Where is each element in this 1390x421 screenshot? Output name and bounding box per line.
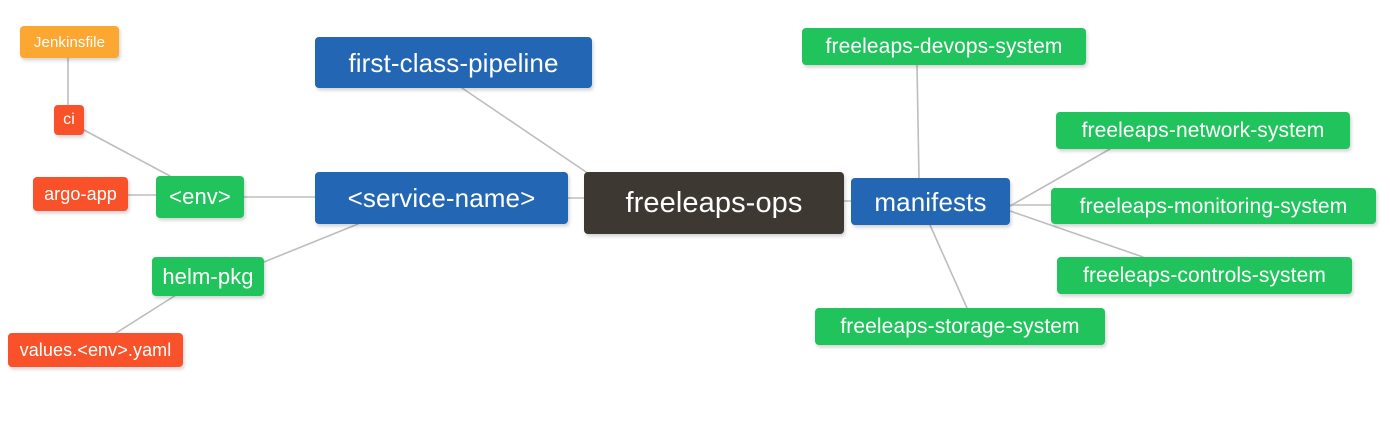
edge-freeleaps-ops-to-first-class-pipeline [461, 87, 593, 177]
edge-env-to-ci [83, 129, 171, 177]
node-label-argo-app: argo-app [44, 184, 117, 204]
node-label-freeleaps-devops-system: freeleaps-devops-system [825, 35, 1063, 58]
node-label-manifests: manifests [874, 186, 987, 217]
node-label-freeleaps-monitoring-system: freeleaps-monitoring-system [1079, 194, 1348, 218]
node-label-freeleaps-storage-system: freeleaps-storage-system [840, 315, 1080, 338]
node-label-ci: ci [63, 111, 75, 128]
node-jenkinsfile[interactable]: Jenkinsfile [20, 26, 119, 58]
node-helm-pkg[interactable]: helm-pkg [152, 257, 264, 296]
node-label-first-class-pipeline: first-class-pipeline [348, 47, 559, 78]
node-label-freeleaps-network-system: freeleaps-network-system [1081, 119, 1325, 142]
node-label-helm-pkg: helm-pkg [162, 263, 254, 289]
node-ci[interactable]: ci [54, 105, 84, 135]
node-first-class-pipeline[interactable]: first-class-pipeline [315, 37, 592, 88]
node-manifests[interactable]: manifests [851, 178, 1010, 225]
edge-manifests-to-freeleaps-storage-system [929, 224, 968, 309]
edge-service-name-to-helm-pkg [263, 223, 359, 263]
edge-manifests-to-freeleaps-devops-system [916, 64, 920, 179]
node-freeleaps-controls-system[interactable]: freeleaps-controls-system [1057, 257, 1352, 294]
node-freeleaps-ops[interactable]: freeleaps-ops [584, 172, 844, 234]
node-freeleaps-monitoring-system[interactable]: freeleaps-monitoring-system [1051, 188, 1376, 224]
node-label-jenkinsfile: Jenkinsfile [33, 33, 106, 51]
node-label-freeleaps-ops: freeleaps-ops [625, 186, 803, 219]
node-argo-app[interactable]: argo-app [33, 177, 128, 211]
node-label-values-env-yaml: values.<env>.yaml [19, 340, 172, 360]
node-freeleaps-network-system[interactable]: freeleaps-network-system [1056, 112, 1350, 149]
node-service-name[interactable]: <service-name> [315, 172, 568, 224]
node-values-env-yaml[interactable]: values.<env>.yaml [8, 333, 183, 367]
node-freeleaps-devops-system[interactable]: freeleaps-devops-system [802, 28, 1086, 65]
edge-helm-pkg-to-values-env-yaml [115, 294, 177, 334]
node-freeleaps-storage-system[interactable]: freeleaps-storage-system [815, 308, 1105, 345]
node-label-service-name: <service-name> [347, 183, 536, 213]
node-label-freeleaps-controls-system: freeleaps-controls-system [1083, 264, 1326, 287]
node-label-env: <env> [169, 184, 231, 209]
node-env[interactable]: <env> [156, 176, 244, 218]
